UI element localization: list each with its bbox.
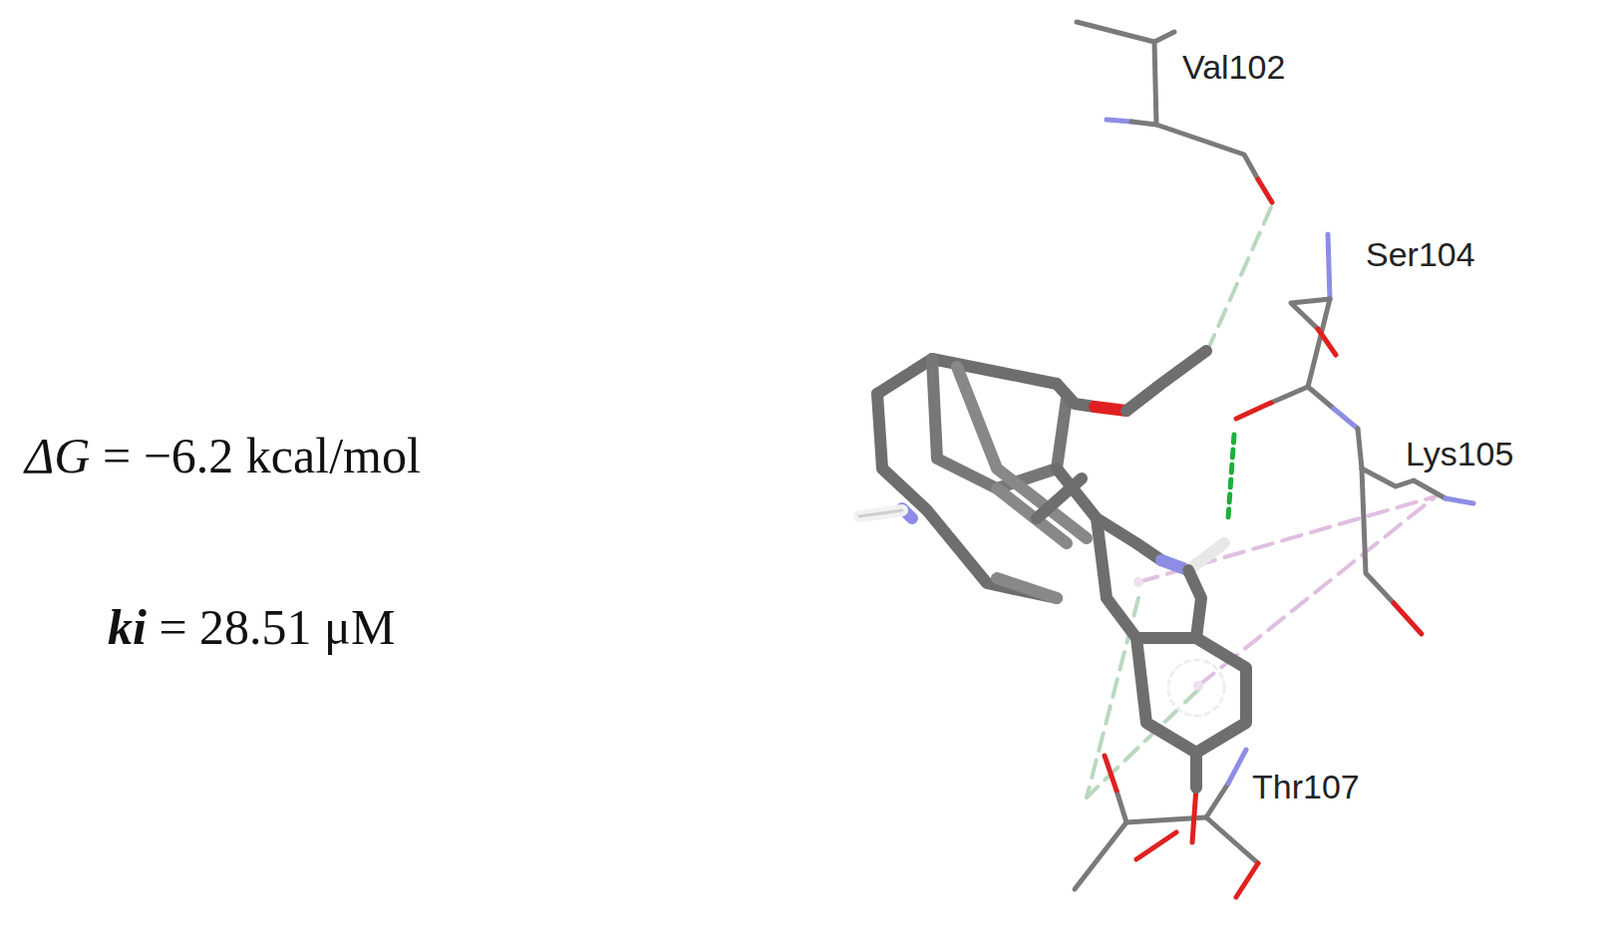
thr107-residue bbox=[1074, 749, 1259, 898]
ser104-lys105-residues bbox=[1236, 234, 1474, 635]
residue-label: Ser104 bbox=[1365, 235, 1476, 275]
binding-energy: ΔG = −6.2 kcal/mol bbox=[24, 426, 421, 485]
inhibition-constant: ki = 28.51 μM bbox=[107, 598, 395, 656]
ligand-molecule bbox=[859, 350, 1247, 788]
residue-label: Thr107 bbox=[1252, 767, 1360, 807]
residue-label: Val102 bbox=[1182, 47, 1285, 87]
interaction-lines bbox=[1086, 207, 1436, 798]
residue-label: Lys105 bbox=[1405, 434, 1514, 474]
